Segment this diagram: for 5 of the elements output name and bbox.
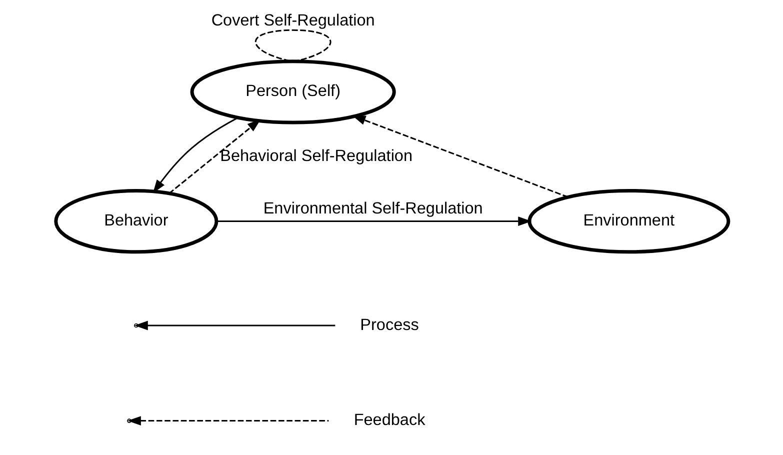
edge-label: Environmental Self-Regulation bbox=[262, 199, 482, 218]
legend-label: Feedback bbox=[353, 411, 425, 430]
legend-label: Process bbox=[360, 316, 418, 334]
edge-label: Behavioral Self-Regulation bbox=[220, 146, 412, 165]
edge-label: Covert Self-Regulation bbox=[210, 12, 374, 30]
